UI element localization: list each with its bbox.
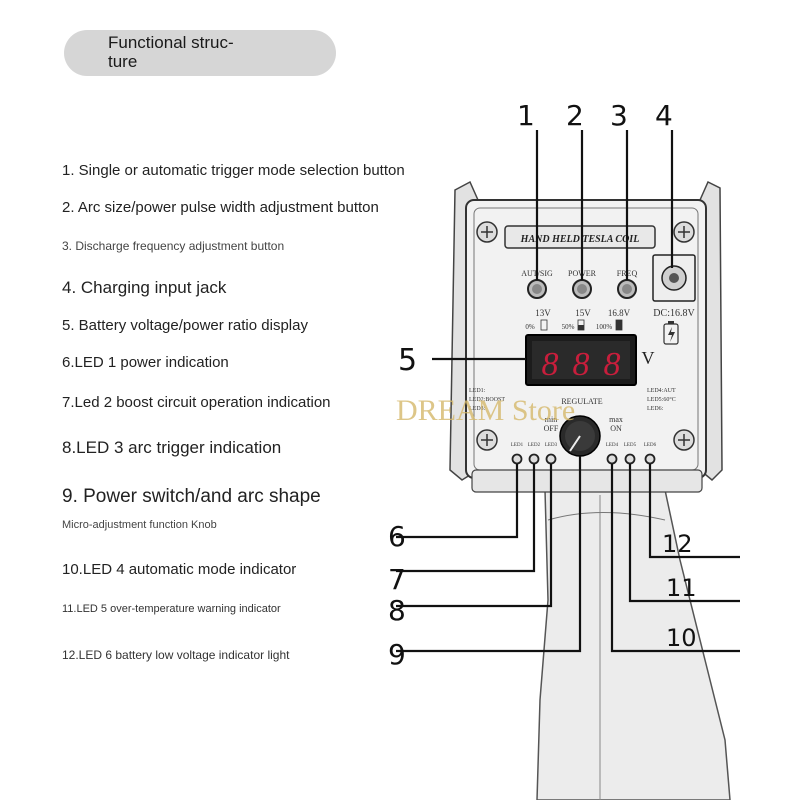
led-legend-right-2: LED5:60°C — [647, 396, 676, 403]
leader-line-12 — [648, 464, 740, 559]
knob-label: REGULATE — [561, 397, 602, 406]
legend-item-9: 9. Power switch/and arc shape — [62, 486, 321, 507]
callout-3: 3 — [610, 99, 628, 132]
ratio-label-0: 0% — [525, 323, 535, 331]
battery-charge-icon — [663, 321, 679, 345]
led-legend-left-1: LED1: — [469, 388, 486, 394]
legend-item-3: 3. Discharge frequency adjustment button — [62, 239, 285, 253]
freq-button[interactable] — [617, 279, 637, 299]
led-5 — [624, 453, 636, 465]
callout-5: 5 — [398, 343, 418, 378]
callout-7: 7 — [388, 563, 406, 596]
voltage-label-15v: 15V — [575, 308, 591, 318]
legend-item-7: 7.Led 2 boost circuit operation indicati… — [62, 394, 331, 411]
knob-off-label: OFF — [544, 424, 559, 433]
led-3 — [545, 453, 557, 465]
leader-line-7 — [396, 464, 536, 573]
callout-12: 12 — [662, 530, 693, 558]
regulate-knob[interactable] — [559, 415, 601, 457]
power-button[interactable] — [572, 279, 592, 299]
ratio-label-100: 100% — [596, 323, 613, 331]
led-legend-left-3: LED3: — [469, 406, 486, 412]
leader-line-8 — [396, 464, 553, 608]
knob-on-label: ON — [610, 424, 622, 433]
device-handle — [536, 489, 731, 800]
screw-icon — [476, 221, 498, 243]
led-row-label-4: LED4 — [606, 443, 619, 448]
leader-line-10 — [610, 464, 740, 653]
charging-jack[interactable] — [661, 265, 687, 291]
led-row-label-5: LED5 — [624, 443, 637, 448]
display-unit: V — [642, 348, 655, 368]
led-6 — [644, 453, 656, 465]
led-legend-right-3: LED6: — [647, 406, 664, 412]
handle-grip-line — [547, 512, 666, 521]
voltage-display-bezel — [532, 341, 630, 379]
device-bottom-lip — [471, 469, 703, 493]
charger-voltage-label: DC:16.8V — [653, 308, 695, 319]
screw-icon — [673, 429, 695, 451]
legend-item-8: 8.LED 3 arc trigger indication — [62, 438, 282, 457]
screw-icon — [673, 221, 695, 243]
diagram-title: Functional struc-ture — [108, 33, 234, 71]
callout-4: 4 — [655, 99, 673, 132]
brand-plate — [504, 225, 656, 249]
led-2 — [528, 453, 540, 465]
led-row-label-3: LED3 — [545, 443, 558, 448]
callout-1: 1 — [517, 99, 535, 132]
legend-item-5: 5. Battery voltage/power ratio display — [62, 317, 308, 334]
led-row-label-1: LED1 — [511, 443, 524, 448]
mode-button[interactable] — [527, 279, 547, 299]
led-row-label-2: LED2 — [528, 443, 541, 448]
battery-level-icon — [540, 319, 623, 331]
display-digit-1: 8 — [542, 346, 559, 383]
legend-item-9-sub: Micro-adjustment function Knob — [62, 519, 217, 531]
callout-10: 10 — [666, 624, 697, 652]
knob-max-label: max — [609, 415, 623, 424]
led-legend-right-1: LED4:AUT — [647, 388, 676, 394]
voltage-label-13v: 13V — [535, 308, 551, 318]
screw-icon — [476, 429, 498, 451]
knob-min-label: min — [545, 415, 557, 424]
legend-item-1: 1. Single or automatic trigger mode sele… — [62, 162, 405, 179]
legend-item-6: 6.LED 1 power indication — [62, 354, 229, 371]
callout-2: 2 — [566, 99, 584, 132]
brand-plate-text: HAND HELD TESLA COIL — [520, 234, 640, 245]
voltage-label-16-8v: 16.8V — [608, 308, 631, 318]
leader-line-9 — [396, 456, 582, 653]
callout-8: 8 — [388, 594, 406, 627]
display-digit-2: 8 — [573, 346, 590, 383]
led-4 — [606, 453, 618, 465]
legend-item-10: 10.LED 4 automatic mode indicator — [62, 561, 297, 578]
legend-item-11: 11.LED 5 over-temperature warning indica… — [62, 603, 281, 615]
leader-line-11 — [628, 464, 740, 603]
callout-9: 9 — [388, 638, 406, 671]
ratio-label-50: 50% — [562, 323, 575, 331]
led-legend-left-2: LED2:BOOST — [469, 397, 505, 403]
legend-item-2: 2. Arc size/power pulse width adjustment… — [62, 199, 379, 216]
led-1 — [511, 453, 523, 465]
title-pill — [64, 30, 336, 76]
led-row-label-6: LED6 — [644, 443, 657, 448]
leader-line-6 — [396, 464, 519, 539]
legend-item-12: 12.LED 6 battery low voltage indicator l… — [62, 648, 290, 662]
display-digit-3: 8 — [604, 346, 621, 383]
watermark: DREAM Store — [396, 394, 575, 427]
callout-11: 11 — [666, 574, 697, 602]
callout-6: 6 — [388, 520, 406, 553]
legend-item-4: 4. Charging input jack — [62, 278, 227, 297]
